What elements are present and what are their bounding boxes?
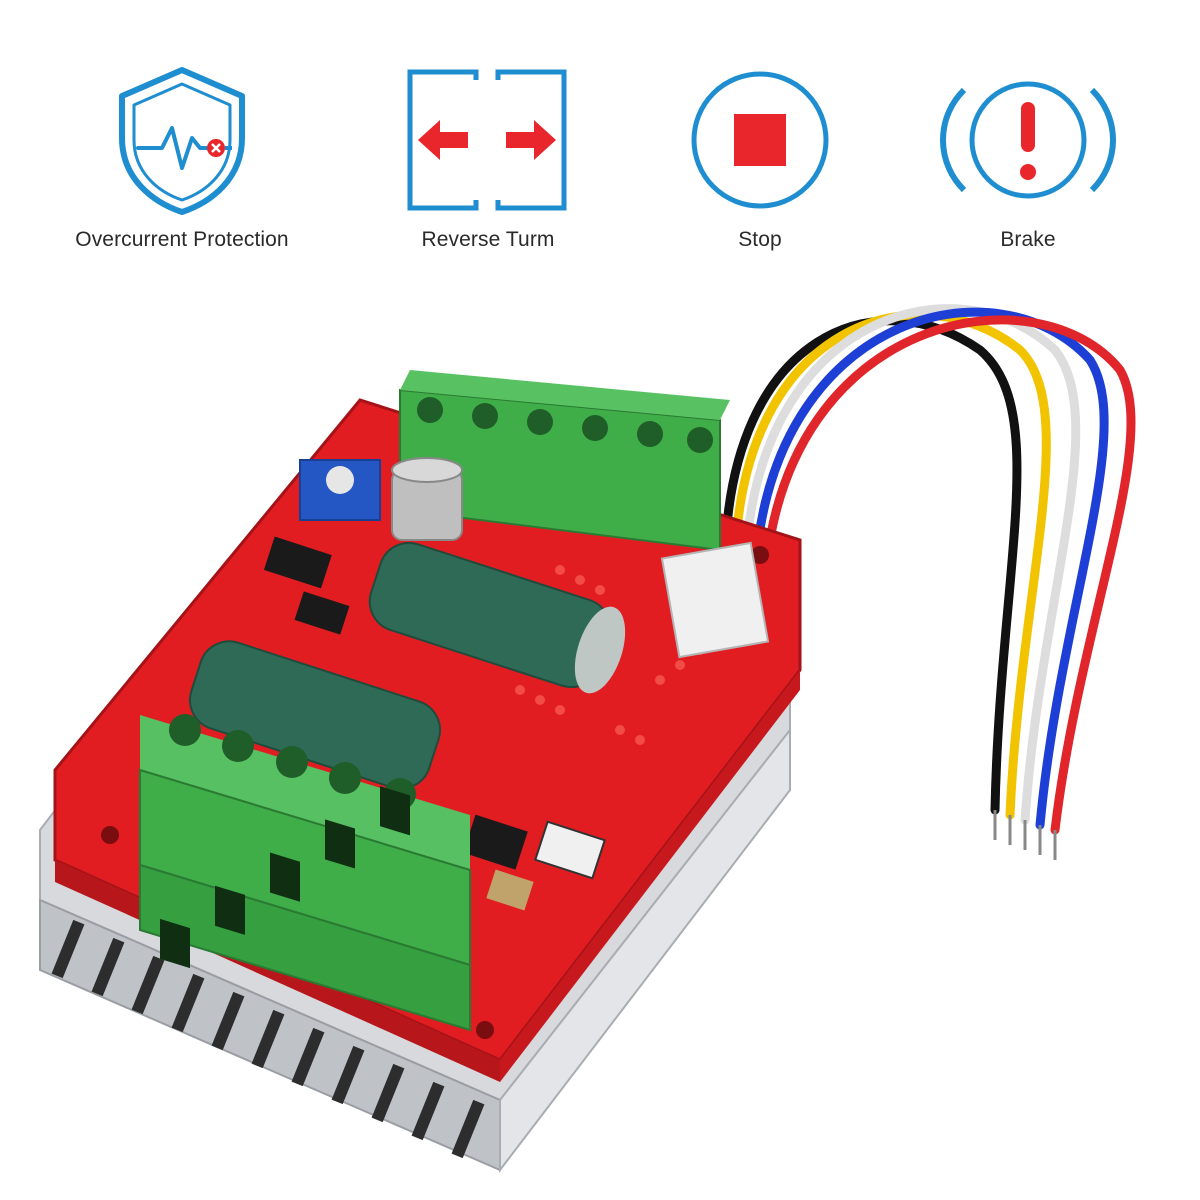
top-terminal-block xyxy=(399,370,730,552)
signal-wires xyxy=(720,304,1136,835)
front-terminal-block xyxy=(139,714,471,1032)
wire-pins xyxy=(993,810,1057,860)
feature-reverse-turn: Reverse Turm xyxy=(358,60,618,260)
large-capacitor-1 xyxy=(368,541,626,694)
blue-potentiometer xyxy=(299,459,381,521)
brake-exclamation-icon xyxy=(939,81,1117,199)
small-capacitor xyxy=(391,457,463,541)
feature-label: Overcurrent Protection xyxy=(75,228,289,251)
feature-label: Brake xyxy=(1000,228,1056,251)
motor-driver-board-illustration xyxy=(39,304,1136,1173)
feature-overcurrent-protection: Overcurrent Protection xyxy=(52,60,312,260)
shield-pulse-icon xyxy=(119,67,245,215)
feature-label: Stop xyxy=(738,228,782,251)
feature-brake: Brake xyxy=(898,60,1158,260)
ic-chips xyxy=(263,536,606,911)
stop-square-icon xyxy=(691,71,829,209)
reverse-arrows-icon xyxy=(407,69,567,211)
feature-stop: Stop xyxy=(630,60,890,260)
wire-connector xyxy=(660,541,770,659)
feature-label: Reverse Turm xyxy=(421,228,555,251)
